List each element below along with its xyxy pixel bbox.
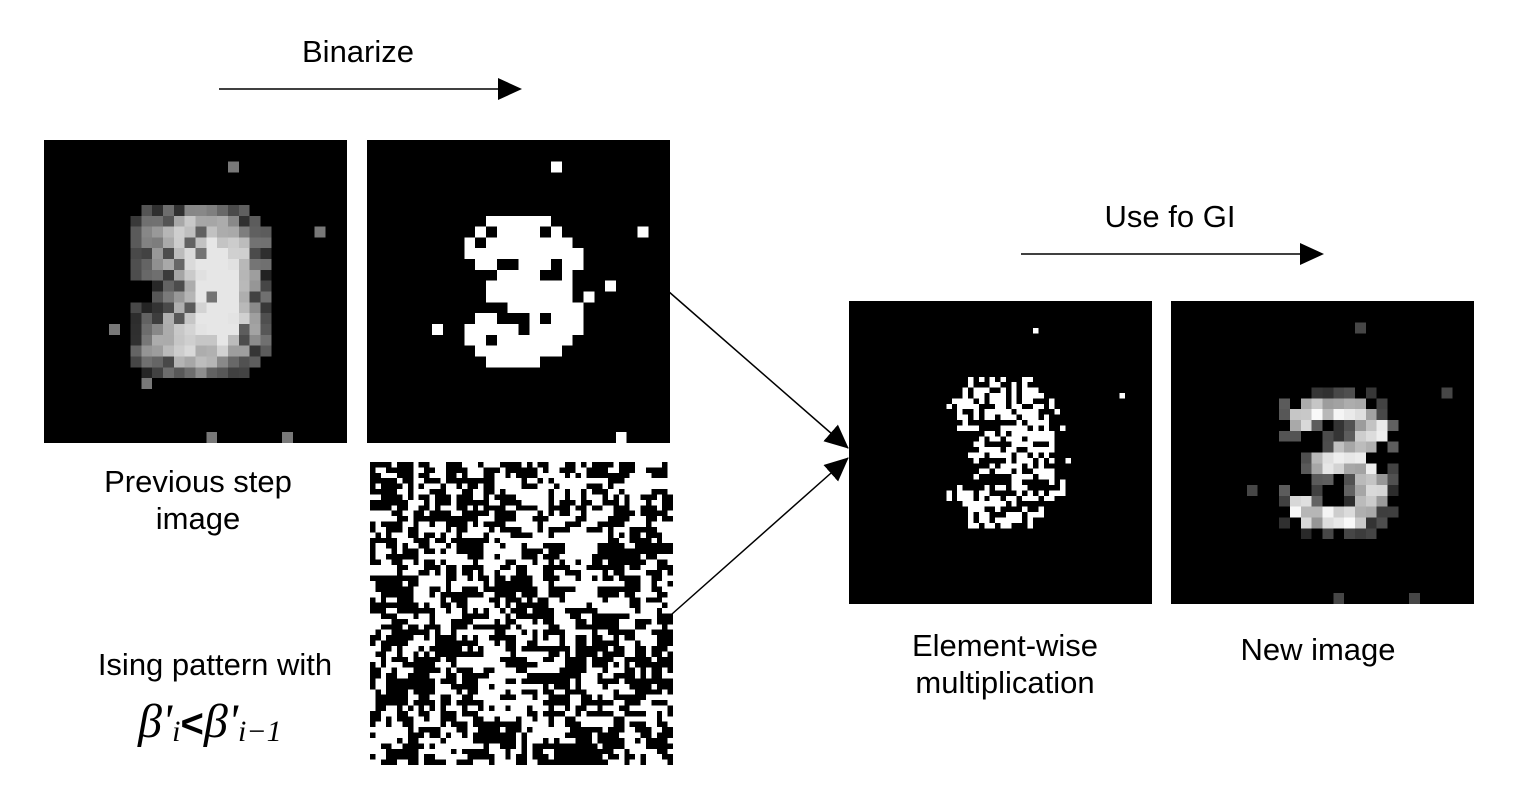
- elementwise-caption-line1: Element-wise: [911, 628, 1099, 663]
- elementwise-caption-line2: multiplication: [915, 665, 1095, 700]
- formula-lhs-symbol: β': [138, 695, 173, 748]
- binarize-arrow: [219, 78, 522, 100]
- ising-to-product-arrow: [671, 457, 849, 615]
- new-image-caption: New image: [1240, 632, 1396, 667]
- binarize-label: Binarize: [302, 34, 414, 69]
- use-fo-gi-label: Use fo GI: [1104, 199, 1236, 234]
- elementwise-caption: Element-wise multiplication: [855, 627, 1155, 701]
- formula-rhs-subscript: i−1: [238, 715, 282, 749]
- previous-step-caption-line2: image: [155, 501, 241, 536]
- formula-lhs-subscript: i: [172, 715, 181, 749]
- binarized-image: [367, 140, 670, 443]
- beta-inequality-formula: β'i<β'i−1: [138, 694, 368, 764]
- formula-rhs-symbol: β': [203, 695, 239, 748]
- ising-pattern-image: [370, 462, 673, 765]
- ising-pattern-caption: Ising pattern with: [97, 647, 333, 682]
- previous-step-image: [44, 140, 347, 443]
- use-fo-gi-arrow: [1021, 243, 1324, 265]
- binarized-to-product-arrow: [667, 290, 849, 449]
- elementwise-product-image: [849, 301, 1152, 604]
- previous-step-caption-line1: Previous step: [104, 464, 292, 499]
- formula-operator: <: [180, 702, 204, 746]
- new-image: [1171, 301, 1474, 604]
- previous-step-caption: Previous step image: [48, 463, 348, 537]
